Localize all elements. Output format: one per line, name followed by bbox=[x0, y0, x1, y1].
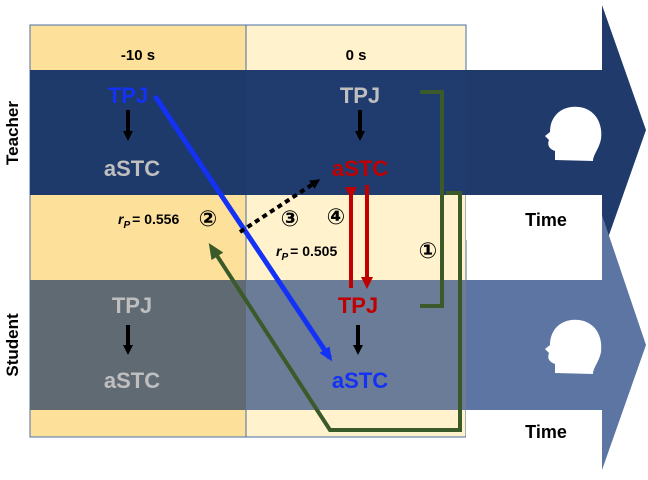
student-tpj-minus10s: TPJ bbox=[112, 293, 152, 318]
teacher-head-profile-icon bbox=[545, 106, 602, 161]
row-label-teacher: Teacher bbox=[3, 101, 22, 165]
teacher-astc-minus10s: aSTC bbox=[104, 156, 160, 181]
student-time-label: Time bbox=[525, 422, 567, 442]
student-time-label-bg bbox=[466, 410, 602, 450]
row-label-student: Student bbox=[3, 313, 22, 377]
student-band-left bbox=[30, 280, 246, 410]
teacher-time-label: Time bbox=[525, 210, 567, 230]
rp-label-left: rP= 0.556 bbox=[118, 211, 179, 231]
student-astc-minus10s: aSTC bbox=[104, 368, 160, 393]
student-tpj-0s: TPJ bbox=[338, 293, 378, 318]
marker-2: ② bbox=[199, 206, 218, 231]
column-label-minus10s: -10 s bbox=[121, 47, 155, 64]
green-loop-arrow bbox=[208, 191, 462, 432]
student-head-profile-icon bbox=[545, 319, 602, 374]
marker-4: ④ bbox=[327, 204, 346, 229]
marker-3: ③ bbox=[281, 206, 300, 231]
teacher-tpj-0s: TPJ bbox=[340, 83, 380, 108]
rp-label-right: rP= 0.505 bbox=[276, 243, 337, 263]
blue-cross-arrow bbox=[152, 94, 333, 362]
teacher-astc-0s: aSTC bbox=[332, 156, 388, 181]
teacher-time-label-bg bbox=[466, 195, 602, 240]
teacher-tpj-minus10s: TPJ bbox=[108, 83, 148, 108]
column-label-0s: 0 s bbox=[346, 47, 367, 64]
dotted-arrow bbox=[238, 179, 321, 234]
student-astc-0s: aSTC bbox=[332, 368, 388, 393]
green-bracket bbox=[420, 90, 444, 308]
marker-1: ① bbox=[419, 238, 438, 263]
